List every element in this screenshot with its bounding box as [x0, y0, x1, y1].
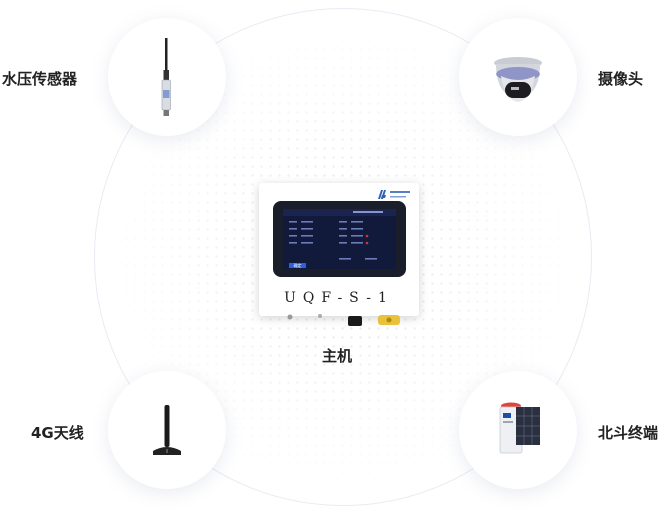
camera-node[interactable] — [459, 18, 577, 136]
brand-logo-icon — [378, 190, 410, 199]
antenna-icon — [153, 405, 181, 455]
brand-logo — [377, 189, 415, 203]
beidou-terminal-label: 北斗终端 — [598, 424, 659, 442]
water-pressure-sensor-node[interactable] — [108, 18, 226, 136]
antenna-4g-node[interactable] — [108, 371, 226, 489]
camera-label: 摄像头 — [598, 70, 644, 88]
antenna-4g-label: 4G天线 — [31, 424, 84, 442]
water-pressure-sensor-label: 水压传感器 — [2, 70, 78, 88]
water-pressure-sensor-icon — [161, 38, 171, 116]
host-connectors-icon — [287, 314, 400, 326]
beidou-terminal-node[interactable] — [459, 371, 577, 489]
beidou-terminal-icon — [499, 402, 540, 454]
screen-dashboard-icon — [283, 209, 396, 269]
device-screen-bezel — [273, 201, 406, 277]
host-device[interactable]: 确定 UQF-S-1 — [259, 183, 419, 316]
screen-confirm-button[interactable]: 确定 — [289, 263, 306, 268]
device-model-text: UQF-S-1 — [284, 290, 394, 306]
outer-ring — [94, 8, 592, 506]
camera-icon — [494, 57, 542, 102]
host-label: 主机 — [322, 347, 353, 365]
device-screen — [283, 209, 396, 269]
